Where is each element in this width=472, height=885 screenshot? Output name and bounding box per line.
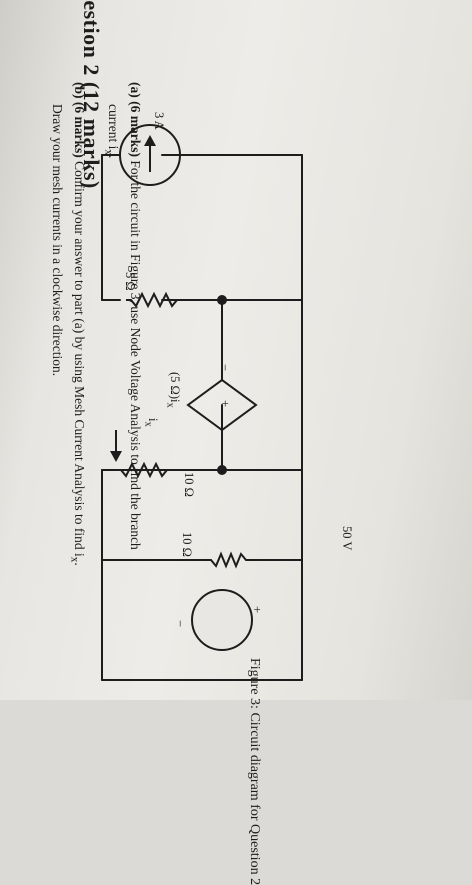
node-dot <box>217 295 227 305</box>
dep-source-text: (5 Ω)i <box>168 372 182 403</box>
ix-label: ix <box>143 418 161 427</box>
current-source-label: 3 A <box>152 112 166 130</box>
current-source <box>119 124 181 186</box>
voltage-source-label: 50 V <box>340 526 354 551</box>
resistor-10-ohm-right <box>207 551 250 569</box>
ix-arrowhead <box>110 451 122 462</box>
dependent-voltage-source <box>186 378 258 432</box>
rotated-content: Question 2 (12 marks) (a) (6 marks) For … <box>50 0 354 885</box>
dependent-source-label: (5 Ω)ix <box>165 372 183 408</box>
vs-plus: + <box>250 606 264 614</box>
resistor-10-ohm-ix <box>116 461 172 479</box>
voltage-source <box>191 589 253 651</box>
dep-source-sub: x <box>164 402 176 408</box>
figure-caption: Figure 3: Circuit diagram for Question 2 <box>247 658 262 885</box>
resistor-10b-label: 10 Ω <box>180 532 194 557</box>
resistor-10a-label: 10 Ω <box>182 472 196 497</box>
ix-sub: x <box>142 421 154 427</box>
circuit-diagram <box>101 124 303 681</box>
resistor-5-ohm <box>126 291 182 309</box>
resistor-5-label: 5 Ω <box>123 272 137 291</box>
vs-minus: − <box>173 620 187 628</box>
dep-plus: + <box>218 400 232 408</box>
dep-minus: − <box>218 364 232 372</box>
current-source-arrowhead <box>144 135 156 146</box>
node-dot <box>217 465 227 475</box>
